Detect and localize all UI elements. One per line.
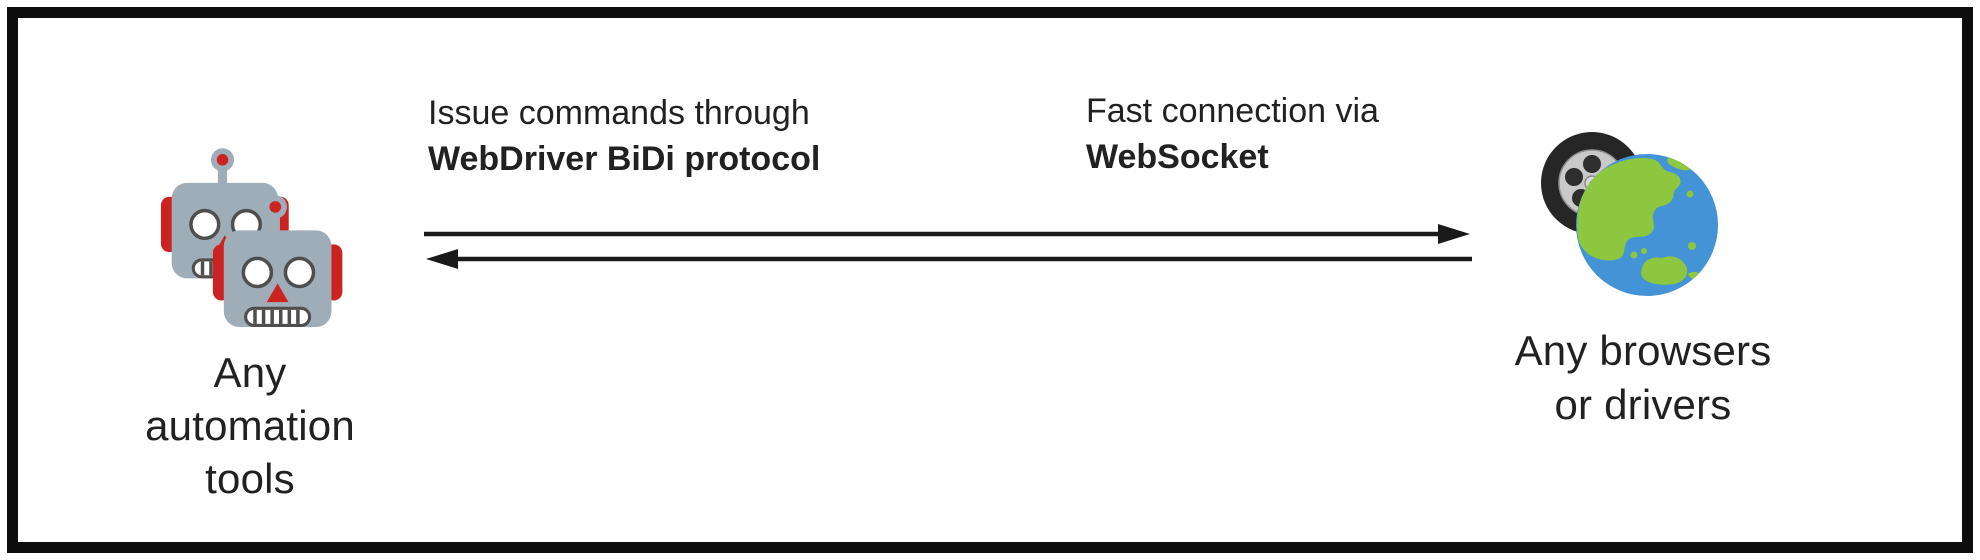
annotation-bidi-line2: WebDriver BiDi protocol (428, 140, 821, 178)
annotation-websocket-line1: Fast connection via (1086, 92, 1379, 130)
globe-icon (1576, 154, 1718, 296)
robots-icon (159, 148, 345, 329)
connection-arrows (424, 224, 1472, 269)
arrow-right-icon (424, 224, 1470, 244)
annotation-bidi-line1: Issue commands through (428, 94, 810, 132)
arrow-annotation-websocket: Fast connection via WebSocket (1086, 88, 1379, 180)
right-node-label: Any browsers or drivers (1514, 327, 1772, 428)
wheel-globe-icon (1541, 132, 1718, 296)
annotation-websocket-line2: WebSocket (1086, 138, 1269, 176)
arrow-left-icon (426, 249, 1472, 269)
arrow-annotation-bidi: Issue commands through WebDriver BiDi pr… (428, 90, 820, 182)
left-node-label: Any automation tools (145, 349, 355, 502)
